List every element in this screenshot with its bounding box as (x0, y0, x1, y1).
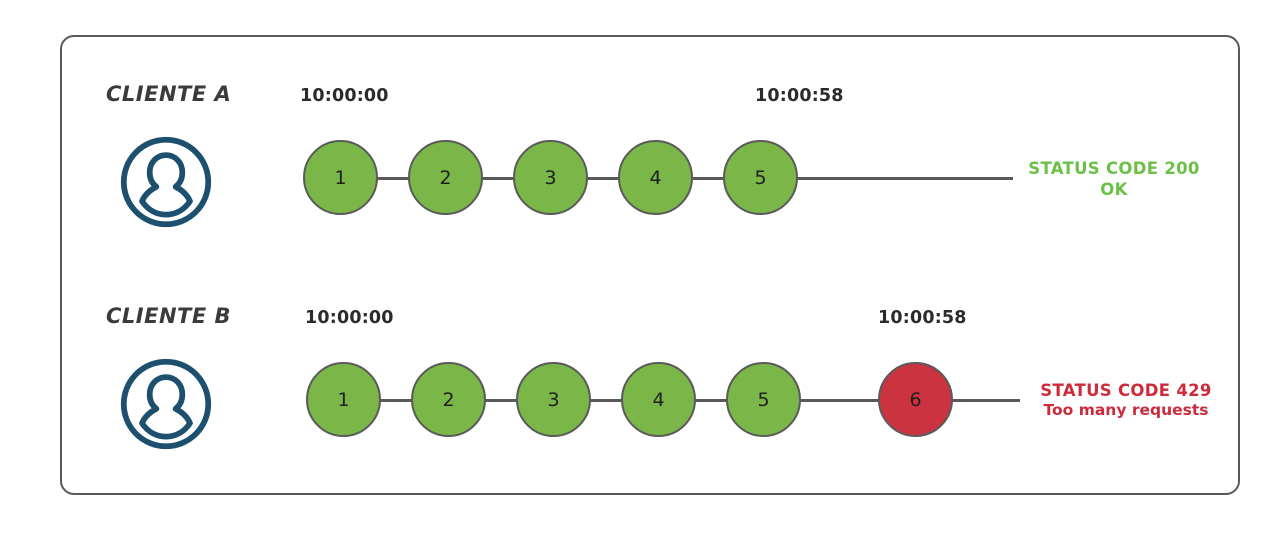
chain-link (480, 177, 516, 180)
chain-link (483, 399, 519, 402)
request-node-label: 1 (337, 388, 350, 411)
request-node-label: 2 (439, 166, 452, 189)
request-node[interactable]: 4 (621, 362, 696, 437)
request-node[interactable]: 4 (618, 140, 693, 215)
request-node[interactable]: 1 (306, 362, 381, 437)
client-label-a: CLIENTE A (106, 82, 232, 106)
user-avatar-icon (118, 134, 214, 230)
request-node-label: 2 (442, 388, 455, 411)
request-node-label: 5 (754, 166, 767, 189)
chain-link (588, 399, 624, 402)
chain-link (585, 177, 621, 180)
chain-link (378, 399, 414, 402)
chain-link (693, 399, 729, 402)
request-node-label: 3 (544, 166, 557, 189)
status-text-line-b: Too many requests (1043, 401, 1209, 420)
request-node-label: 6 (909, 388, 922, 411)
chain-link (798, 399, 881, 402)
request-node-label: 4 (649, 166, 662, 189)
request-node-label: 3 (547, 388, 560, 411)
request-node[interactable]: 3 (516, 362, 591, 437)
request-node[interactable]: 5 (723, 140, 798, 215)
chain-link-tail (795, 177, 1013, 180)
request-node[interactable]: 2 (411, 362, 486, 437)
timestamp-start-a: 10:00:00 (300, 86, 389, 106)
status-text-line-a: OK (1100, 180, 1128, 200)
timestamp-end-b: 10:00:58 (878, 308, 967, 328)
chain-link-tail (950, 399, 1020, 402)
request-node-label: 1 (334, 166, 347, 189)
request-node[interactable]: 3 (513, 140, 588, 215)
request-node[interactable]: 5 (726, 362, 801, 437)
request-node-rejected[interactable]: 6 (878, 362, 953, 437)
chain-link (375, 177, 411, 180)
timestamp-end-a: 10:00:58 (755, 86, 844, 106)
status-badge-a: STATUS CODE 200 OK (1024, 158, 1204, 200)
status-code-line-a: STATUS CODE 200 (1028, 159, 1200, 178)
status-code-line-b: STATUS CODE 429 (1040, 381, 1212, 400)
user-avatar-icon (118, 356, 214, 452)
chain-link (690, 177, 726, 180)
timestamp-start-b: 10:00:00 (305, 308, 394, 328)
request-node[interactable]: 1 (303, 140, 378, 215)
client-label-b: CLIENTE B (106, 304, 232, 328)
request-node[interactable]: 2 (408, 140, 483, 215)
status-badge-b: STATUS CODE 429 Too many requests (1026, 380, 1226, 421)
request-node-label: 4 (652, 388, 665, 411)
request-node-label: 5 (757, 388, 770, 411)
